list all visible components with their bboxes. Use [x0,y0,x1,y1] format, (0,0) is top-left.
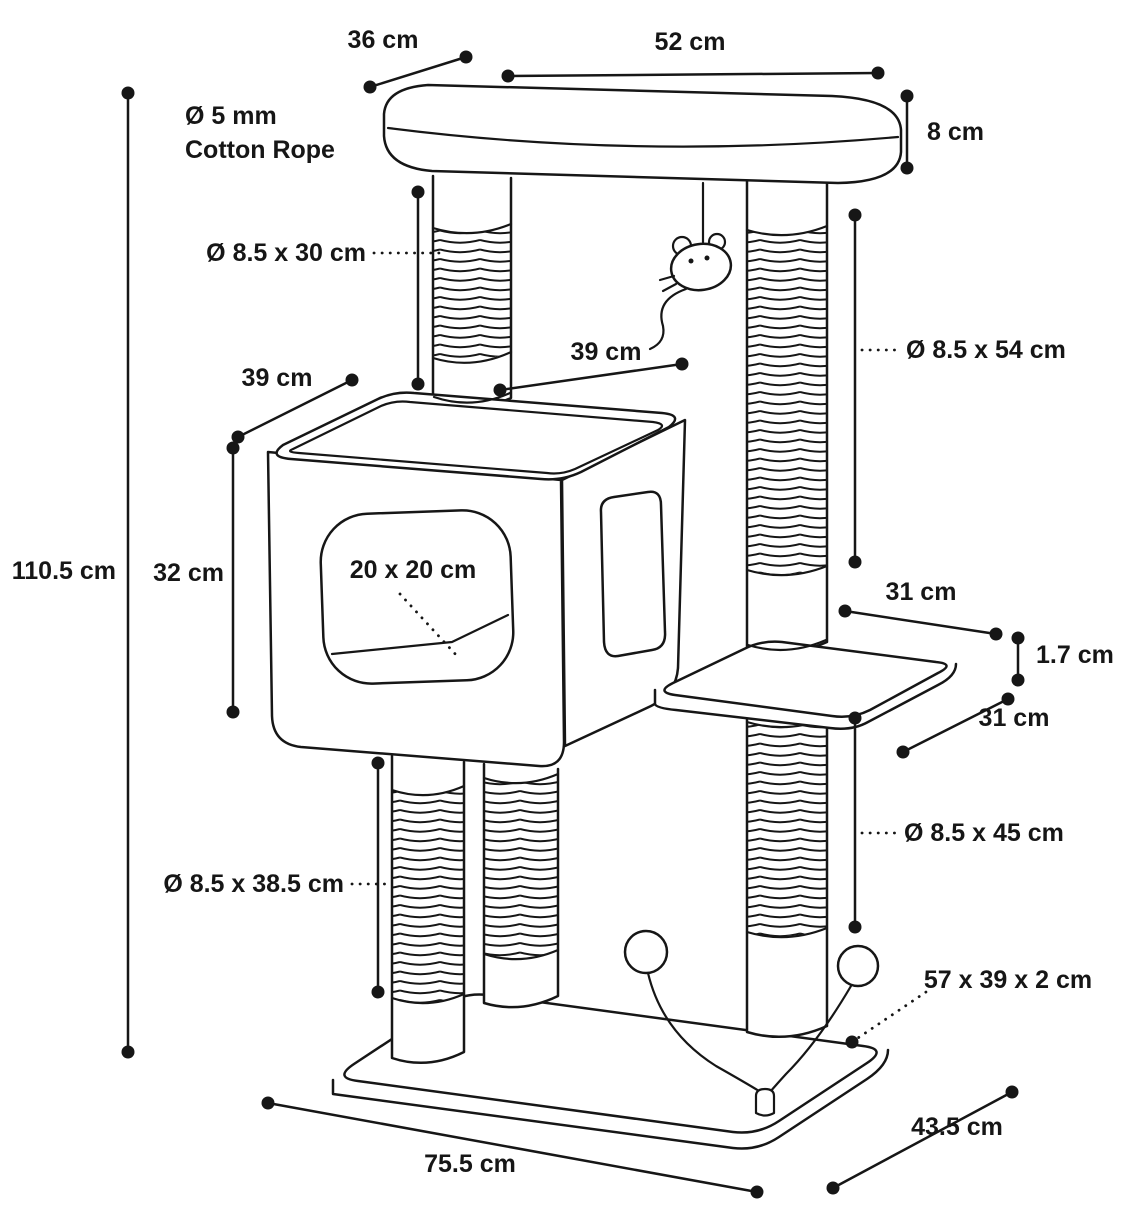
dim-top-depth: 36 cm [348,26,473,94]
label-rope-material: Cotton Rope [185,136,335,164]
rope-note: Ø 5 mm Cotton Rope [185,102,335,164]
toy-ball-right [836,944,880,988]
post-junction-seam [432,391,512,404]
dim-total-height: 110.5 cm [12,86,135,1059]
toy-wire-left [646,971,761,1093]
dim-base-size: 57 x 39 x 2 cm [845,966,1092,1049]
lower-right-post [745,693,829,1039]
lower-left-post [390,754,466,1064]
label-top-depth: 36 cm [348,26,419,54]
dim-mid-platform-thickness: 1.7 cm [1011,631,1114,687]
label-condo-top-depth: 39 cm [242,364,313,392]
condo-front-opening [319,509,515,685]
base-board [331,993,890,1150]
label-upper-left-post: Ø 8.5 x 30 cm [206,239,366,267]
dim-base-width: 75.5 cm [261,1096,764,1199]
label-top-thickness: 8 cm [927,118,984,146]
mid-platform [653,638,958,730]
label-mid-platform-depth: 31 cm [979,704,1050,732]
label-condo-opening: 20 x 20 cm [350,556,477,584]
label-condo-top-width: 39 cm [571,338,642,366]
label-lower-left-post: Ø 8.5 x 38.5 cm [163,870,344,898]
toy-ball-left [623,929,669,975]
dim-upper-right-post: Ø 8.5 x 54 cm [848,208,1066,569]
condo-side-opening [599,490,667,658]
dim-mid-platform-depth: 31 cm [896,692,1050,759]
label-base-depth: 43.5 cm [911,1113,1003,1141]
mouse-eye-left [688,258,694,264]
label-lower-right-post: Ø 8.5 x 45 cm [904,819,1064,847]
mouse-tail [648,287,688,351]
label-condo-height: 32 cm [153,559,224,587]
dim-upper-left-post: Ø 8.5 x 30 cm [206,185,444,391]
condo-interior-line [330,613,510,656]
label-upper-right-post: Ø 8.5 x 54 cm [906,336,1066,364]
mouse-eye-right [704,255,710,261]
dim-mid-platform-width: 31 cm [838,578,1003,641]
post-junction-seam [746,638,828,652]
condo-top-rim [288,400,664,475]
dim-condo-opening: 20 x 20 cm [350,556,477,659]
top-platform [382,83,903,185]
dim-condo-height: 32 cm [153,441,240,719]
upper-left-post [431,174,513,411]
label-mid-platform-width: 31 cm [886,578,957,606]
ball-toys [623,929,880,1117]
dim-base-depth: 43.5 cm [826,1085,1019,1195]
dim-lower-left-post: Ø 8.5 x 38.5 cm [163,756,392,999]
lower-middle-post [482,762,560,1009]
dim-top-thickness: 8 cm [900,89,984,175]
label-top-width: 52 cm [655,28,726,56]
upper-right-post [745,174,829,655]
dim-lower-right-post: Ø 8.5 x 45 cm [848,711,1064,934]
dim-condo-top-depth: 39 cm [231,364,359,444]
label-base-size: 57 x 39 x 2 cm [924,966,1092,994]
label-total-height: 110.5 cm [12,557,116,585]
label-mid-platform-thickness: 1.7 cm [1036,641,1114,669]
dim-top-width: 52 cm [501,28,885,83]
dim-condo-top-width: 39 cm [493,338,689,397]
mouse-toy [648,181,733,351]
toy-anchor [754,1087,776,1117]
label-base-width: 75.5 cm [424,1150,516,1178]
label-rope-diameter: Ø 5 mm [185,102,277,130]
condo-box [266,391,687,768]
toy-wire-right [768,984,853,1094]
